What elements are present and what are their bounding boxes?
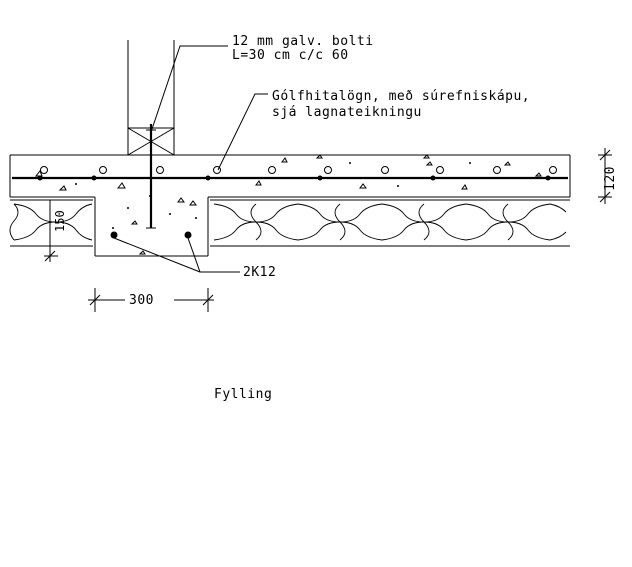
edge-beam <box>94 197 209 257</box>
beam-width-label: 300 <box>129 293 154 308</box>
insulation-right <box>210 199 570 247</box>
dimension-beam-depth: 150 <box>44 200 67 262</box>
fill-label: Fylling <box>214 387 272 402</box>
slab-reinforcement <box>12 175 568 181</box>
galvanized-bolt <box>146 124 156 229</box>
leader-lines <box>113 45 268 273</box>
beam-depth-label: 150 <box>53 210 67 232</box>
pipe-label-line2: sjá lagnateikningu <box>272 105 422 120</box>
pipe-label-line1: Gólfhitalögn, með súrefniskápu, <box>272 89 530 104</box>
bolt-label-line2: L=30 cm c/c 60 <box>232 48 349 63</box>
beam-rebars <box>110 231 192 239</box>
insulation-left <box>9 199 93 247</box>
heating-pipes <box>40 166 557 174</box>
bolt-label-line1: 12 mm galv. bolti <box>232 34 374 49</box>
rebar-label: 2K12 <box>243 265 276 280</box>
concrete-slab <box>9 154 571 198</box>
slab-thickness-label: 120 <box>603 166 618 191</box>
dimension-beam-width: 300 <box>88 288 214 312</box>
dimension-slab-thickness: 120 <box>598 148 618 204</box>
concrete-aggregate <box>34 154 542 255</box>
